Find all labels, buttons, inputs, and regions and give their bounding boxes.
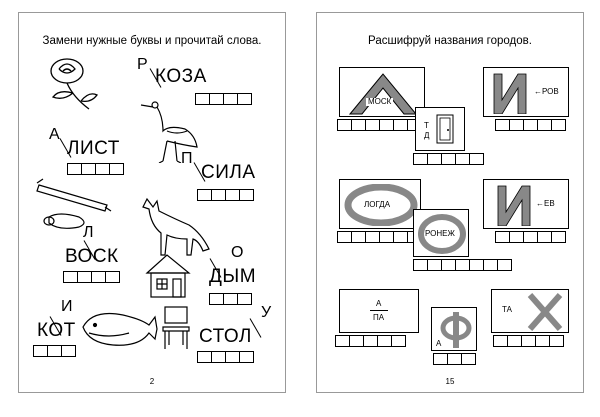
word-kot: КОТ bbox=[37, 320, 76, 341]
letter-p: П bbox=[181, 150, 193, 167]
big-letter-o bbox=[344, 184, 418, 226]
puzzle-card-moscow: МОСК bbox=[339, 67, 425, 117]
puzzle-card-voronezh: РОНЕЖ bbox=[413, 209, 469, 257]
letter-i: И bbox=[61, 298, 73, 315]
house-icon bbox=[145, 254, 191, 298]
answer-boxes-dym[interactable] bbox=[209, 293, 252, 305]
puzzle-card-takh: ТА bbox=[491, 289, 569, 333]
answer-boxes-vosk[interactable] bbox=[63, 271, 120, 283]
letter-l: Л bbox=[83, 224, 94, 241]
left-page: Замени нужные буквы и прочитай слова. Р … bbox=[18, 12, 286, 393]
word-sila: СИЛА bbox=[201, 162, 256, 183]
puzzle-card-fraction: А ПА bbox=[339, 289, 419, 333]
letter-o: О bbox=[231, 244, 244, 261]
chair-icon bbox=[162, 306, 190, 349]
inner-text-logda: ЛОГДА bbox=[364, 200, 391, 209]
letter-t: Т bbox=[424, 121, 429, 130]
answer-boxes-8[interactable] bbox=[433, 353, 476, 365]
puzzle-card-door: Т Д bbox=[415, 107, 465, 151]
answer-boxes-kot[interactable] bbox=[33, 345, 76, 357]
letter-a: А bbox=[49, 126, 60, 143]
rose-icon bbox=[50, 58, 98, 110]
word-dym: ДЫМ bbox=[209, 266, 257, 287]
answer-boxes-7[interactable] bbox=[335, 335, 406, 347]
answer-boxes-6[interactable] bbox=[495, 231, 566, 243]
wolf-icon bbox=[142, 197, 210, 256]
word-list: ЛИСТ bbox=[67, 138, 120, 159]
inner-text-mosk: МОСК bbox=[366, 97, 394, 106]
big-letter-a bbox=[348, 73, 418, 115]
letter-u: У bbox=[261, 304, 272, 321]
arrow-suffix-rov: ←РОВ bbox=[534, 87, 559, 96]
answer-boxes-9[interactable] bbox=[493, 335, 564, 347]
big-letter-kh bbox=[527, 293, 563, 331]
big-letter-i bbox=[493, 73, 527, 114]
answer-boxes-sila[interactable] bbox=[197, 189, 254, 201]
word-vosk: ВОСК bbox=[65, 246, 119, 267]
right-page-title: Расшифруй названия городов. bbox=[368, 35, 532, 47]
sub-letter-a: А bbox=[436, 339, 442, 348]
suffix-ev: ЕВ bbox=[544, 199, 555, 208]
top-text-a: А bbox=[376, 299, 382, 308]
stork-icon bbox=[140, 101, 198, 163]
answer-boxes-stol[interactable] bbox=[197, 351, 254, 363]
door-icon bbox=[436, 114, 454, 144]
suffix-rov: РОВ bbox=[542, 87, 559, 96]
letter-d: Д bbox=[424, 131, 430, 140]
answer-boxes-list[interactable] bbox=[67, 163, 124, 175]
arrow-suffix-ev: ←ЕВ bbox=[536, 199, 555, 208]
answer-boxes-2[interactable] bbox=[413, 153, 484, 165]
puzzle-card-kiev: ←ЕВ bbox=[483, 179, 569, 229]
letter-r: Р bbox=[137, 56, 148, 73]
inner-text-ronezh: РОНЕЖ bbox=[425, 229, 455, 238]
big-letter-f bbox=[440, 312, 472, 348]
left-page-title: Замени нужные буквы и прочитай слова. bbox=[42, 35, 262, 47]
fraction-line bbox=[370, 310, 388, 311]
puzzle-card-kirov: ←РОВ bbox=[483, 67, 569, 117]
word-koza: КОЗА bbox=[155, 66, 207, 87]
whale-icon bbox=[82, 312, 158, 346]
prefix-ta: ТА bbox=[502, 305, 512, 314]
page-number-right: 15 bbox=[445, 377, 455, 386]
big-letter-o bbox=[418, 214, 466, 254]
big-letter-i bbox=[497, 185, 531, 226]
answer-boxes-1[interactable] bbox=[337, 119, 422, 131]
answer-boxes-koza[interactable] bbox=[195, 93, 252, 105]
bottom-text-pa: ПА bbox=[373, 313, 385, 322]
right-page: Расшифруй названия городов. МОСК Т Д ←РО… bbox=[316, 12, 584, 393]
word-stol: СТОЛ bbox=[199, 326, 252, 347]
puzzle-card-ufa: А bbox=[431, 307, 477, 351]
answer-boxes-5[interactable] bbox=[413, 259, 512, 271]
page-number-left: 2 bbox=[149, 377, 155, 386]
answer-boxes-3[interactable] bbox=[495, 119, 566, 131]
puzzle-card-vologda: ЛОГДА bbox=[339, 179, 421, 229]
saw-icon bbox=[36, 178, 112, 229]
